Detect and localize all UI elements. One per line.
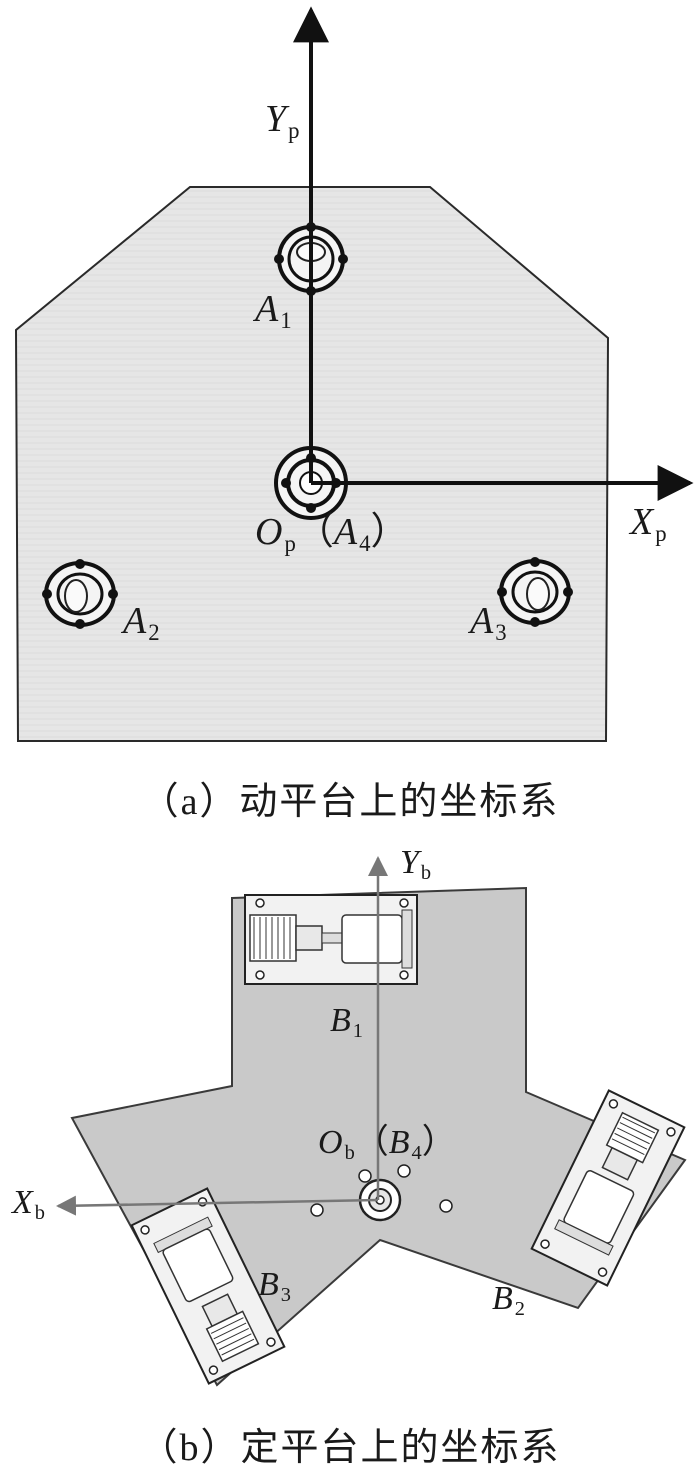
joint-a3-icon [497,557,573,627]
motor-module-b1-icon [244,894,418,985]
joint-a2-label: A2 [123,600,160,645]
xb-axis-label: Xb [12,1184,45,1225]
joint-b2-label: B2 [492,1280,525,1321]
joint-a1-label: A1 [255,288,292,333]
xb-axis [56,1195,379,1216]
yp-axis-label: Yp [265,98,300,143]
joint-b1-label: B1 [330,1002,363,1043]
origin-op-label: Op（A4） [255,511,409,556]
moving-platform-panel: Yp Xp A1 A2 A3 Op（A4） （a）动平台上的坐标系 [14,6,694,823]
joint-a3-label: A3 [470,600,507,645]
caption-b: （b）定平台上的坐标系 [139,1427,561,1469]
base-platform-panel: Yb Xb B1 B2 B3 Ob（B4） （b）定平台上的坐标系 [0,830,700,1470]
mounting-holes-icon [310,1164,453,1217]
motor-module-b2-icon [530,1089,686,1287]
xp-axis-label: Xp [630,501,667,546]
motor-module-b3-icon [130,1187,286,1385]
caption-a: （a）动平台上的坐标系 [140,781,560,823]
origin-ob-label: Ob（B4） [318,1124,456,1165]
joint-b4-icon [358,1178,402,1222]
yb-axis-label: Yb [400,844,432,885]
moving-platform-diagram [14,6,694,742]
base-platform-diagram [56,856,687,1387]
joint-b3-label: B3 [258,1266,291,1307]
joint-a2-icon [42,559,118,629]
